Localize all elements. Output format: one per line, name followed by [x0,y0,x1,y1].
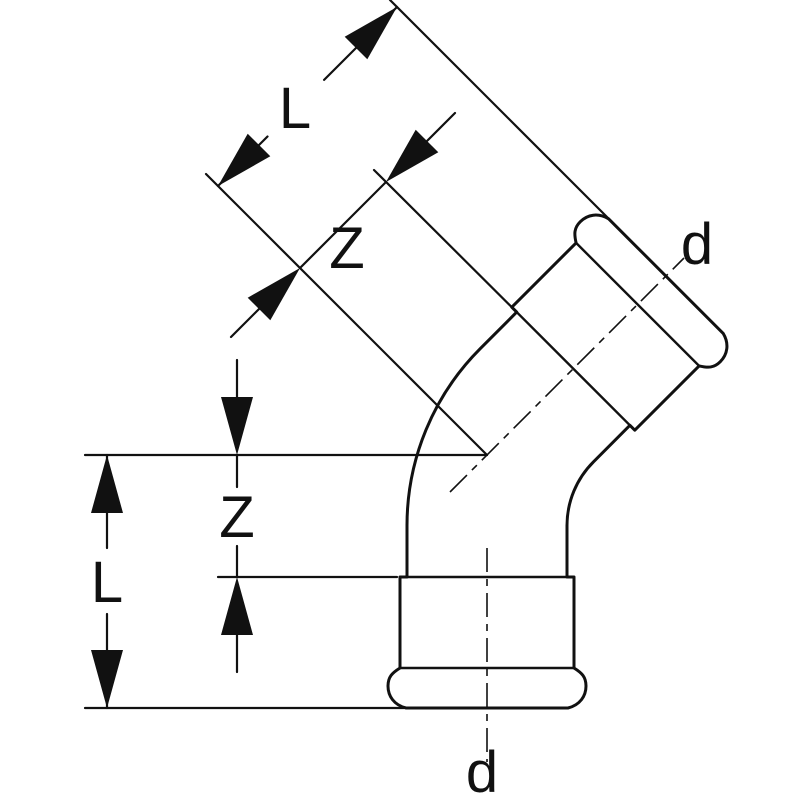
arrowhead-L-inclined-upper [344,7,397,60]
dimension-line-Z-inclined [298,180,388,270]
centerline-inclined-socket [449,257,685,493]
arrowhead-L-inclined-lower [218,133,271,186]
shoulder-line-inclined-socket [510,306,636,432]
label-Z-inclined: Z [329,216,364,281]
diameter-labels: d d [466,212,713,800]
extension-lines-inclined-leg [204,0,614,457]
pipe-fitting [386,213,729,710]
arrowhead-Z-vertical-top [221,397,253,455]
arrowhead-Z-inclined-lower [247,268,300,321]
dimension-Z-vertical: Z [219,358,255,674]
label-diameter-bottom: d [466,740,498,800]
centerlines [449,257,685,762]
extension-line-mouth-plane [388,0,614,224]
bead-line-inclined-socket [574,241,701,368]
dimension-L-vertical: L [91,453,123,710]
arrowhead-L-vertical-top [91,455,123,513]
extension-line-crossing-plane [204,172,489,457]
dimension-L-inclined: L [216,5,399,188]
fitting-outline [386,213,729,710]
extension-lines-vertical-leg [83,453,489,710]
label-L-vertical: L [91,550,123,615]
dimension-Z-inclined: Z [229,111,457,339]
arrowhead-L-vertical-bottom [91,650,123,708]
label-L-inclined: L [279,76,311,141]
label-Z-vertical: Z [219,485,254,550]
extension-line-shoulder-plane [372,168,513,309]
arrowhead-Z-inclined-upper [386,129,439,182]
arrow-tail-Z-inclined-upper [425,111,457,143]
arrow-tail-Z-inclined-lower [229,307,261,339]
label-diameter-top: d [681,212,713,277]
arrowhead-Z-vertical-bottom [221,577,253,635]
